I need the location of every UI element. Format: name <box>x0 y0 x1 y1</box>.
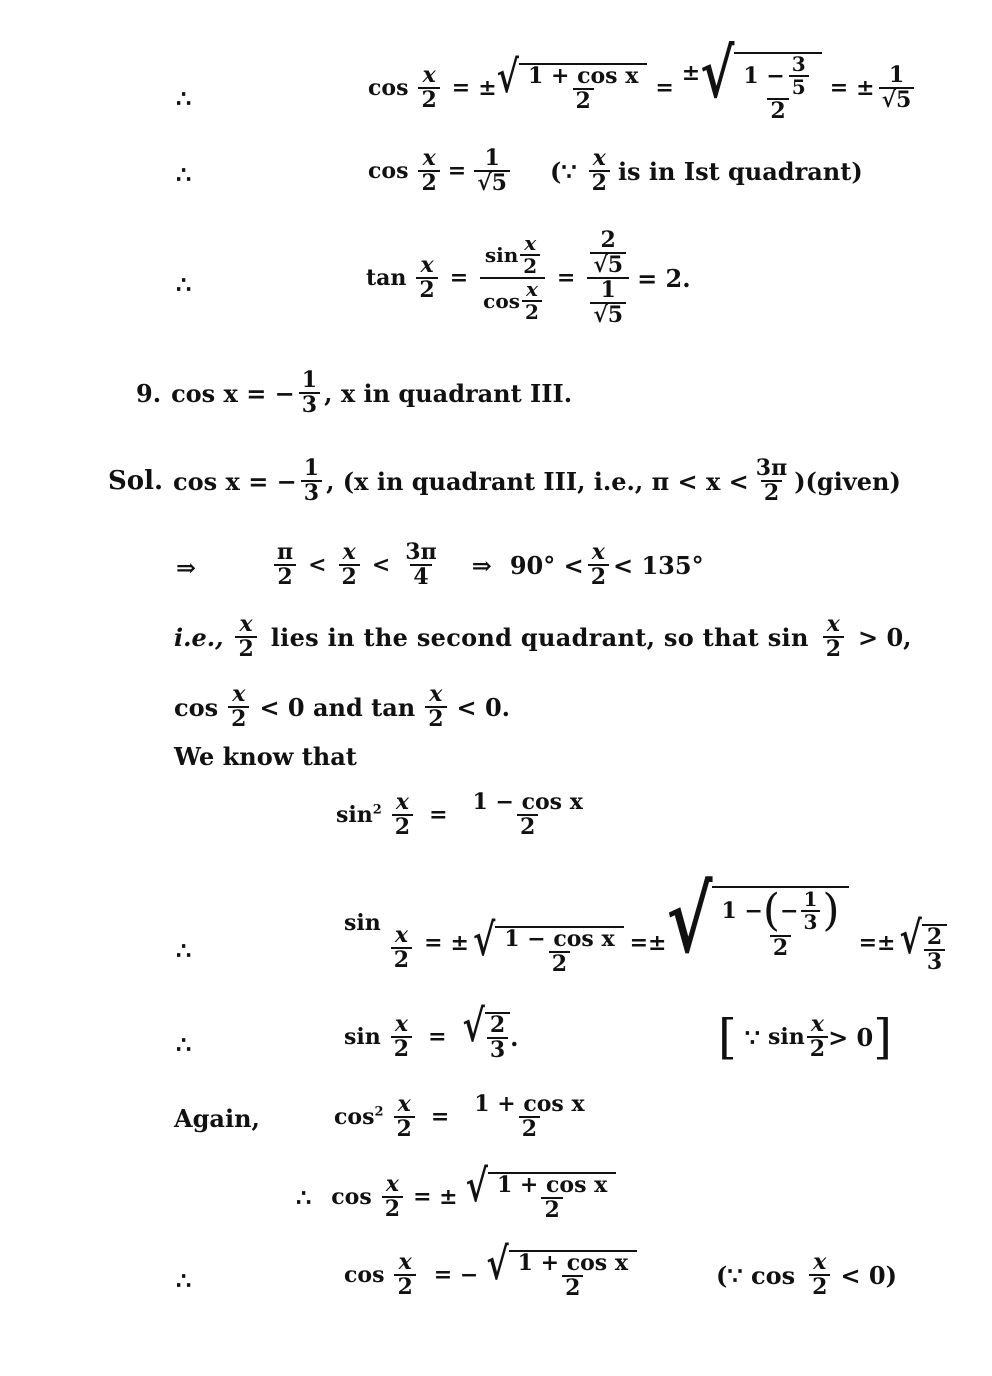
we-know-that-text: We know that <box>174 742 357 771</box>
therefore-symbol: ∴ <box>176 1030 192 1059</box>
therefore-symbol: ∴ <box>176 160 192 189</box>
fraction-1-over-root5: 1√5 <box>878 63 915 112</box>
therefore-symbol: ∴ <box>176 1266 192 1295</box>
fn-cos: cos <box>368 75 409 101</box>
implies-symbol: ⇒ <box>176 553 197 582</box>
therefore-symbol: ∴ <box>176 84 192 113</box>
solution-label: Sol. <box>108 466 164 496</box>
therefore-symbol: ∴ <box>176 936 192 965</box>
again-label: Again, <box>174 1104 260 1133</box>
reason-text: is in Ist quadrant) <box>617 156 863 186</box>
therefore-symbol: ∴ <box>176 270 192 299</box>
problem-number: 9. <box>136 378 162 408</box>
